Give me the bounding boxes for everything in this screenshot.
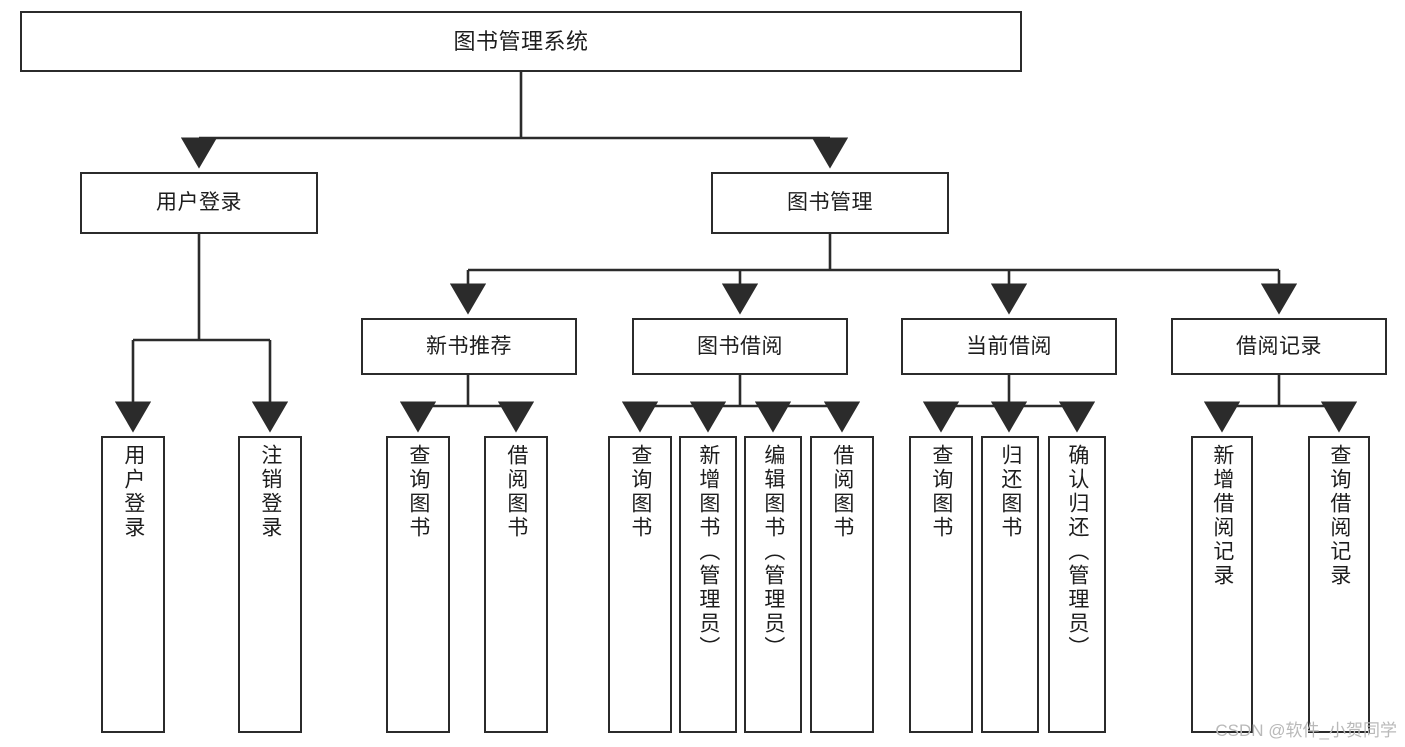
leaf-current-confirm-return[interactable]: 确认归还（管理员） bbox=[1048, 436, 1106, 733]
leaf-user-login-login-label: 用户登录 bbox=[121, 444, 145, 540]
leaf-book-borrow-edit-label: 编辑图书（管理员） bbox=[761, 444, 785, 660]
node-book-management-label: 图书管理 bbox=[787, 191, 873, 215]
leaf-book-borrow-borrow-label: 借阅图书 bbox=[830, 444, 854, 540]
leaf-new-book-borrow[interactable]: 借阅图书 bbox=[484, 436, 548, 733]
leaf-current-query-label: 查询图书 bbox=[929, 444, 953, 540]
node-current-borrow[interactable]: 当前借阅 bbox=[901, 318, 1117, 375]
node-book-borrow-label: 图书借阅 bbox=[697, 334, 783, 358]
node-borrow-records[interactable]: 借阅记录 bbox=[1171, 318, 1387, 375]
leaf-user-login-logout[interactable]: 注销登录 bbox=[238, 436, 302, 733]
watermark: CSDN @软件_小贺同学 bbox=[1215, 721, 1397, 740]
leaf-book-borrow-borrow[interactable]: 借阅图书 bbox=[810, 436, 874, 733]
leaf-records-add[interactable]: 新增借阅记录 bbox=[1191, 436, 1253, 733]
leaf-new-book-query[interactable]: 查询图书 bbox=[386, 436, 450, 733]
leaf-new-book-query-label: 查询图书 bbox=[406, 444, 430, 540]
node-new-book-recommend[interactable]: 新书推荐 bbox=[361, 318, 577, 375]
leaf-current-return[interactable]: 归还图书 bbox=[981, 436, 1039, 733]
leaf-user-login-login[interactable]: 用户登录 bbox=[101, 436, 165, 733]
node-user-login[interactable]: 用户登录 bbox=[80, 172, 318, 234]
leaf-new-book-borrow-label: 借阅图书 bbox=[504, 444, 528, 540]
leaf-book-borrow-add[interactable]: 新增图书（管理员） bbox=[679, 436, 737, 733]
node-book-management[interactable]: 图书管理 bbox=[711, 172, 949, 234]
leaf-book-borrow-query[interactable]: 查询图书 bbox=[608, 436, 672, 733]
leaf-current-return-label: 归还图书 bbox=[998, 444, 1022, 540]
leaf-records-query[interactable]: 查询借阅记录 bbox=[1308, 436, 1370, 733]
leaf-records-query-label: 查询借阅记录 bbox=[1327, 444, 1351, 588]
leaf-current-confirm-return-label: 确认归还（管理员） bbox=[1065, 444, 1089, 660]
leaf-book-borrow-add-label: 新增图书（管理员） bbox=[696, 444, 720, 660]
node-new-book-recommend-label: 新书推荐 bbox=[426, 334, 512, 358]
leaf-book-borrow-query-label: 查询图书 bbox=[628, 444, 652, 540]
node-borrow-records-label: 借阅记录 bbox=[1236, 334, 1322, 358]
node-root[interactable]: 图书管理系统 bbox=[20, 11, 1022, 72]
node-book-borrow[interactable]: 图书借阅 bbox=[632, 318, 848, 375]
node-current-borrow-label: 当前借阅 bbox=[966, 334, 1052, 358]
leaf-user-login-logout-label: 注销登录 bbox=[258, 444, 282, 540]
node-root-label: 图书管理系统 bbox=[453, 28, 589, 54]
leaf-book-borrow-edit[interactable]: 编辑图书（管理员） bbox=[744, 436, 802, 733]
leaf-records-add-label: 新增借阅记录 bbox=[1210, 444, 1234, 588]
node-user-login-label: 用户登录 bbox=[156, 191, 242, 215]
leaf-current-query[interactable]: 查询图书 bbox=[909, 436, 973, 733]
